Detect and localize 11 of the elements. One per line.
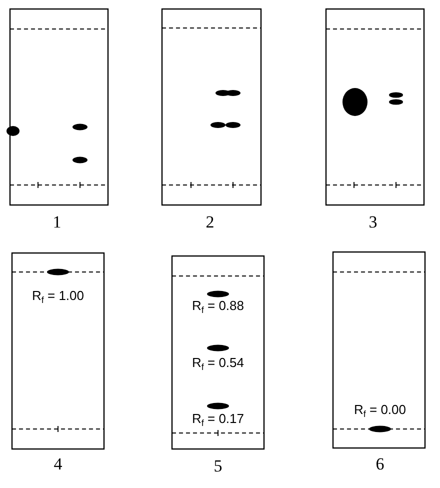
- rf-value-label: R$_{f}$ = 1.00: [32, 289, 84, 305]
- rf-value-label: R$_{f}$ = 0.54: [192, 356, 244, 372]
- rf-value-label: R$_{f}$ = 0.88: [192, 299, 244, 315]
- plate-number: 3: [368, 214, 378, 230]
- plate-number: 1: [52, 214, 62, 230]
- plate-number: 2: [206, 214, 214, 230]
- plate-number: 4: [54, 456, 62, 472]
- rf-value-label: R$_{f}$ = 0.00: [354, 403, 406, 419]
- rf-value-label: R$_{f}$ = 0.17: [192, 412, 244, 428]
- plate-number: 6: [376, 456, 384, 472]
- plate-number: 5: [214, 458, 222, 474]
